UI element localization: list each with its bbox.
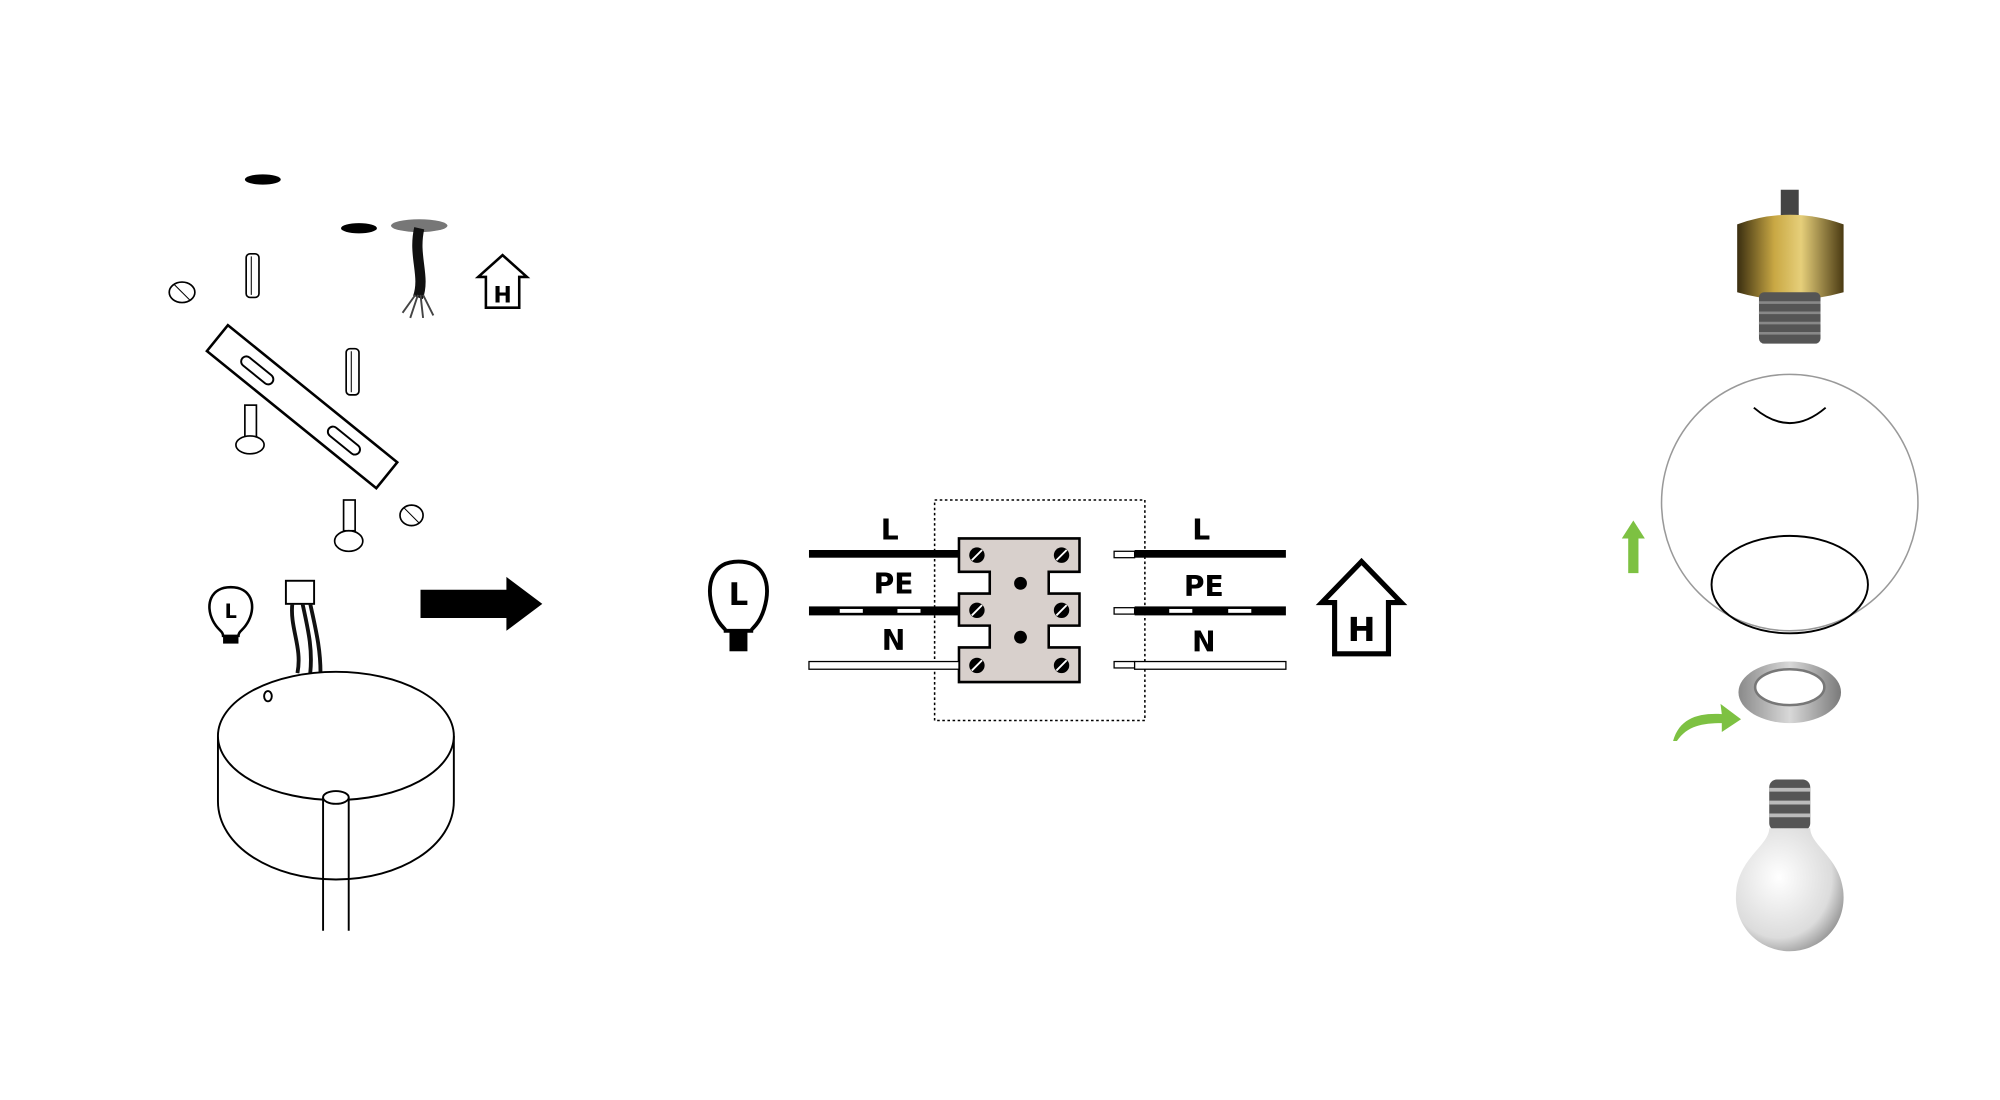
svg-text:H: H bbox=[493, 284, 511, 309]
label-pe: PE bbox=[874, 568, 914, 601]
wire-l-left bbox=[808, 550, 959, 558]
label-pe: PE bbox=[1184, 570, 1224, 603]
right-wire-labels: L PE N bbox=[1184, 514, 1224, 659]
light-bulb bbox=[1735, 779, 1844, 952]
wire-n-left bbox=[808, 660, 960, 670]
svg-text:L: L bbox=[729, 577, 749, 613]
mounting-panel: H L bbox=[168, 174, 543, 931]
ceiling-canopy bbox=[216, 670, 455, 931]
label-l: L bbox=[881, 514, 899, 547]
lamp-icon: L bbox=[708, 559, 769, 652]
assembly-panel bbox=[1621, 189, 1919, 952]
right-arrow-icon bbox=[420, 576, 543, 631]
terminal-and-wires bbox=[284, 579, 323, 674]
wiring-diagram: L L bbox=[708, 499, 1408, 722]
ceiling-hole bbox=[341, 223, 377, 234]
terminal-screws bbox=[969, 547, 1070, 674]
glass-globe bbox=[1660, 373, 1919, 635]
curved-arrow-icon bbox=[1673, 703, 1742, 742]
threaded-ring bbox=[1738, 661, 1842, 724]
terminal-block bbox=[957, 537, 1081, 684]
ceiling-hole bbox=[244, 174, 281, 185]
svg-text:H: H bbox=[1348, 610, 1376, 649]
mounting-bracket bbox=[205, 323, 400, 491]
wire-n-right bbox=[1113, 660, 1287, 670]
label-n: N bbox=[882, 624, 906, 657]
left-wire-labels: L PE N bbox=[874, 514, 914, 657]
svg-text:L: L bbox=[225, 600, 237, 623]
wire-l-right bbox=[1113, 550, 1286, 559]
brass-lampholder bbox=[1737, 189, 1844, 344]
lamp-icon: L bbox=[208, 585, 254, 644]
ceiling-cable bbox=[391, 219, 448, 319]
house-icon: H bbox=[474, 253, 531, 309]
wire-pe-right bbox=[1113, 606, 1286, 616]
wire-pe-left bbox=[808, 606, 959, 616]
up-arrow-icon bbox=[1621, 520, 1645, 574]
screws bbox=[168, 253, 424, 553]
label-n: N bbox=[1192, 625, 1216, 658]
label-l: L bbox=[1192, 514, 1210, 547]
house-icon: H bbox=[1315, 557, 1408, 657]
